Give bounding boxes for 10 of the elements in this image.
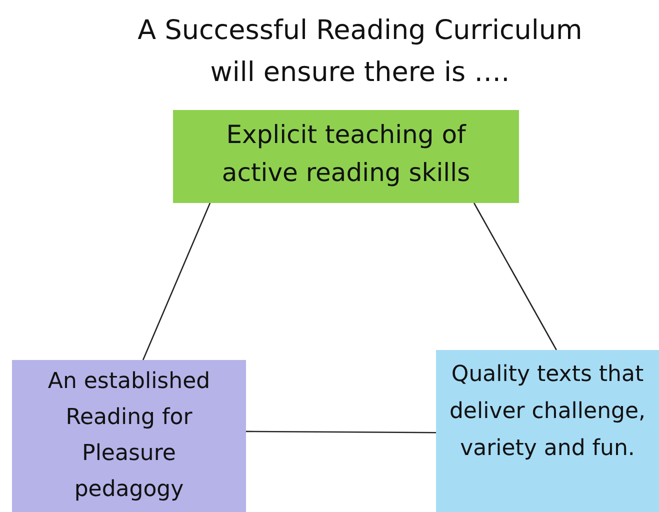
box-text: Explicit teaching of active reading skills: [220, 119, 472, 189]
connector-line: [142, 202, 211, 360]
concept-box: [436, 350, 659, 512]
concept-box: [173, 110, 519, 203]
concept-box: [12, 360, 246, 512]
box-text: An established Reading for Pleasure pedagogy: [46, 368, 212, 504]
connector-line: [246, 430, 436, 434]
title: A Successful Reading Curriculum will ensure there is ….: [136, 14, 584, 90]
connector-line: [473, 202, 557, 350]
box-text: Quality texts that deliver challenge, variety and fun.: [448, 361, 647, 463]
